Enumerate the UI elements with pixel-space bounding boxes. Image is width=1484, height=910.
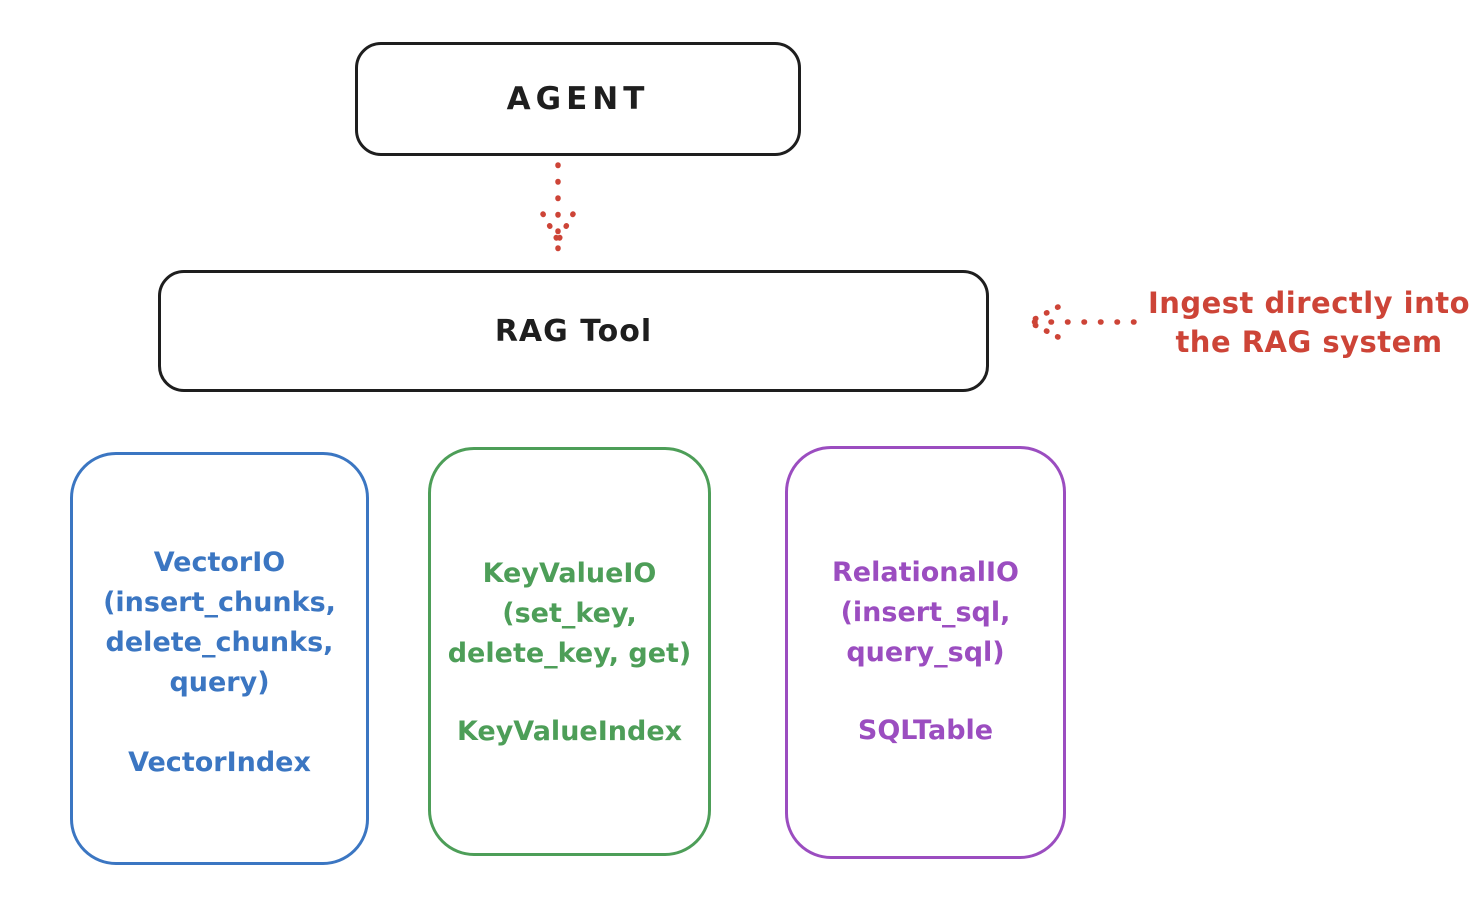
- rag-tool-label: RAG Tool: [494, 313, 653, 349]
- annotation-to-ragtool-arrow-icon: [1028, 304, 1137, 340]
- agent-node: AGENT: [355, 42, 801, 156]
- key-value-io-node: KeyValueIO (set_key, delete_key, get) Ke…: [428, 447, 711, 856]
- vector-io-label: VectorIO (insert_chunks, delete_chunks, …: [103, 547, 336, 698]
- vector-index-label: VectorIndex: [128, 747, 311, 778]
- rag-tool-node: RAG Tool: [158, 270, 989, 392]
- arrow-down-strokes: [540, 162, 576, 252]
- sql-table-label: SQLTable: [857, 715, 994, 746]
- key-value-index-label: KeyValueIndex: [456, 716, 683, 747]
- arrow-left-strokes: [1028, 304, 1137, 340]
- vector-io-node: VectorIO (insert_chunks, delete_chunks, …: [70, 452, 369, 865]
- ingest-annotation: Ingest directly into the RAG system: [1147, 286, 1471, 359]
- key-value-io-label: KeyValueIO (set_key, delete_key, get): [447, 558, 692, 669]
- relational-io-label: RelationalIO (insert_sql, query_sql): [832, 557, 1019, 668]
- agent-label: AGENT: [506, 81, 650, 117]
- agent-to-ragtool-arrow-icon: [540, 162, 576, 252]
- relational-io-node: RelationalIO (insert_sql, query_sql) SQL…: [785, 446, 1066, 859]
